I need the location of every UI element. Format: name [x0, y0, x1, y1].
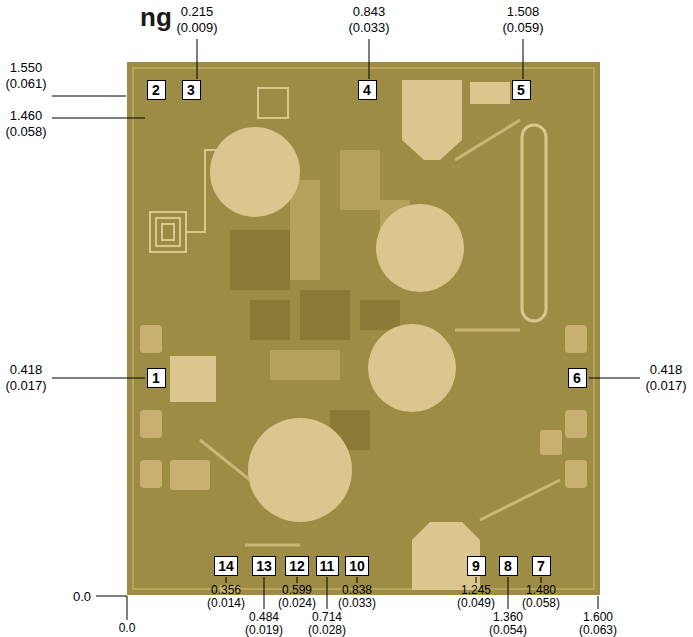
dimension-label: 1.600 (0.063) [573, 611, 623, 637]
pad-number: 6 [573, 371, 581, 385]
dimension-label: 0.843 (0.033) [344, 4, 394, 36]
heading: ng [140, 2, 172, 32]
pad-number: 12 [289, 559, 305, 573]
spiral-inductor [150, 88, 288, 252]
pad-number: 7 [537, 559, 545, 573]
pad-number: 2 [152, 83, 160, 97]
dimension-label: 1.460 (0.058) [1, 108, 51, 140]
pad-number-box: 7 [532, 556, 551, 576]
pad-number: 11 [320, 559, 335, 573]
dimension-label: 1.360 (0.054) [483, 611, 533, 637]
pad-number-box: 3 [182, 80, 201, 100]
long-trace [522, 125, 546, 321]
dimension-label: 1.508 (0.059) [498, 4, 548, 36]
pad-number-box: 1 [147, 368, 166, 388]
pad-number: 8 [504, 559, 512, 573]
dimension-label: 0.484 (0.019) [239, 611, 289, 637]
pad-number-box: 8 [499, 556, 518, 576]
pad-number-box: 4 [358, 80, 377, 100]
pad-number: 13 [256, 559, 272, 573]
pad-number-box: 2 [147, 80, 166, 100]
pad-number-box: 10 [345, 556, 369, 576]
pad-number: 14 [218, 559, 234, 573]
dimension-label: 1.550 (0.061) [1, 60, 51, 92]
dimension-label: 0.714 (0.028) [302, 611, 352, 637]
pad-number: 9 [472, 559, 480, 573]
pad-number: 10 [349, 559, 365, 573]
pad-number-box: 12 [285, 556, 309, 576]
pad-number: 4 [363, 83, 371, 97]
leader-line [52, 39, 640, 620]
pad-number-box: 9 [467, 556, 486, 576]
dimension-label: 0.0 [57, 589, 107, 605]
die-seal-ring [133, 68, 594, 589]
dimension-label: 0.418 (0.017) [1, 362, 51, 394]
dimension-label: 0.215 (0.009) [172, 4, 222, 36]
pad-number: 3 [187, 83, 195, 97]
dimension-label: 0.356 (0.014) [201, 584, 251, 610]
dimension-label: 1.480 (0.058) [516, 584, 566, 610]
pad-number-box: 11 [316, 556, 339, 576]
pad-number-box: 5 [512, 80, 531, 100]
die-body [127, 62, 600, 595]
pad-number-box: 6 [568, 368, 587, 388]
dimension-label: 0.838 (0.033) [332, 584, 382, 610]
dimension-label: 1.245 (0.049) [451, 584, 501, 610]
dimension-label: 0.0 [102, 622, 152, 635]
pad-number-box: 13 [252, 556, 276, 576]
pad-number: 1 [152, 371, 160, 385]
pad-number: 5 [517, 83, 525, 97]
dimension-label: 0.418 (0.017) [641, 362, 691, 394]
pad-number-box: 14 [214, 556, 238, 576]
dimension-label: 0.599 (0.024) [272, 584, 322, 610]
edge-pad [140, 325, 587, 593]
trace [200, 120, 560, 545]
